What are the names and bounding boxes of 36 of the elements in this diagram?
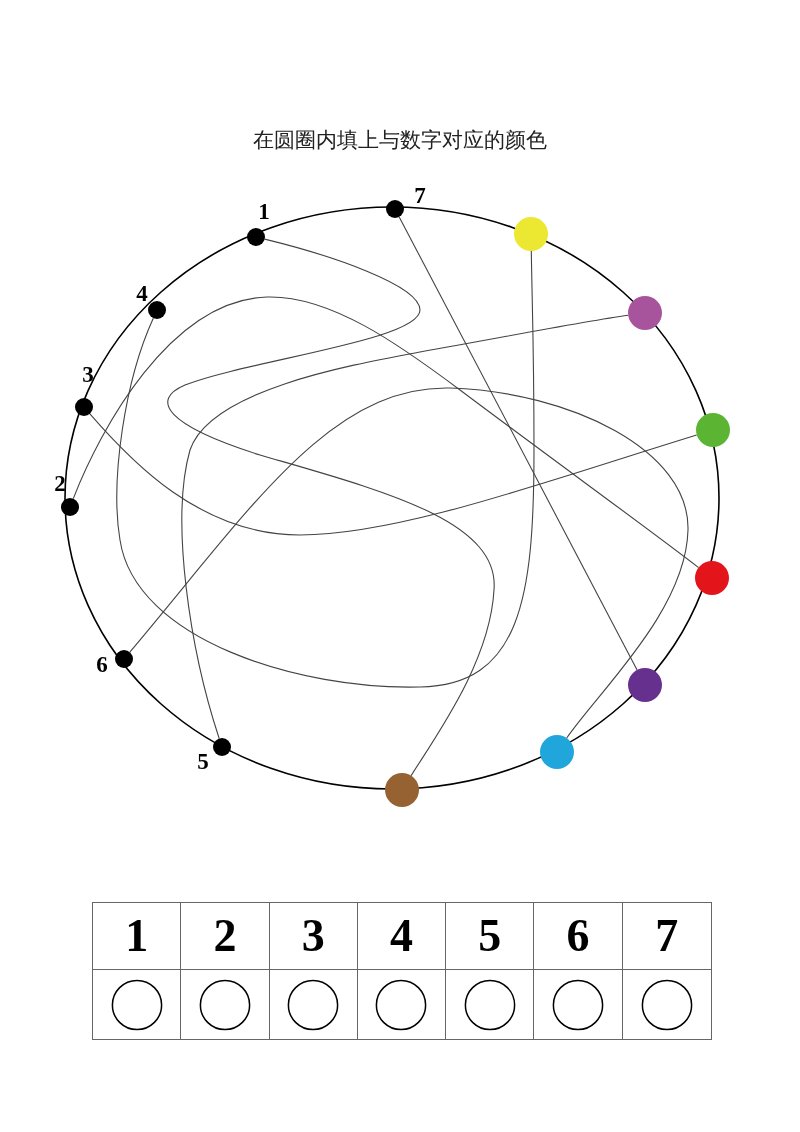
- connecting-line: [116, 250, 535, 688]
- dot-number: 1: [258, 200, 270, 224]
- color-dot: [695, 561, 729, 595]
- connecting-line: [129, 387, 689, 739]
- start-dot: [247, 228, 265, 246]
- color-dot: [628, 668, 662, 702]
- start-dot: [115, 650, 133, 668]
- color-dot: [514, 217, 548, 251]
- connecting-line: [398, 216, 638, 671]
- column-number: 4: [390, 912, 413, 960]
- connecting-line: [89, 413, 698, 536]
- dot-number: 5: [197, 750, 209, 774]
- color-dot: [385, 773, 419, 807]
- dot-number: 4: [136, 282, 148, 306]
- dot-number: 3: [82, 363, 94, 387]
- start-dot: [213, 738, 231, 756]
- color-dot: [696, 413, 730, 447]
- connecting-line: [72, 296, 700, 569]
- dot-number: 7: [414, 184, 426, 208]
- color-dot: [628, 296, 662, 330]
- column-number: 5: [478, 912, 502, 960]
- connecting-line: [181, 314, 629, 740]
- start-dot: [61, 498, 79, 516]
- start-dot: [75, 398, 93, 416]
- column-number: 2: [213, 912, 237, 960]
- column-number: 7: [655, 912, 679, 960]
- column-number: 3: [301, 912, 325, 960]
- connecting-line: [167, 238, 495, 777]
- column-number: 1: [125, 912, 149, 960]
- dot-number: 2: [54, 472, 66, 496]
- start-dot: [386, 200, 404, 218]
- color-dot: [540, 735, 574, 769]
- start-dot: [148, 301, 166, 319]
- dot-number: 6: [96, 653, 108, 677]
- worksheet-title: 在圆圈内填上与数字对应的颜色: [253, 127, 547, 153]
- column-number: 6: [566, 912, 590, 960]
